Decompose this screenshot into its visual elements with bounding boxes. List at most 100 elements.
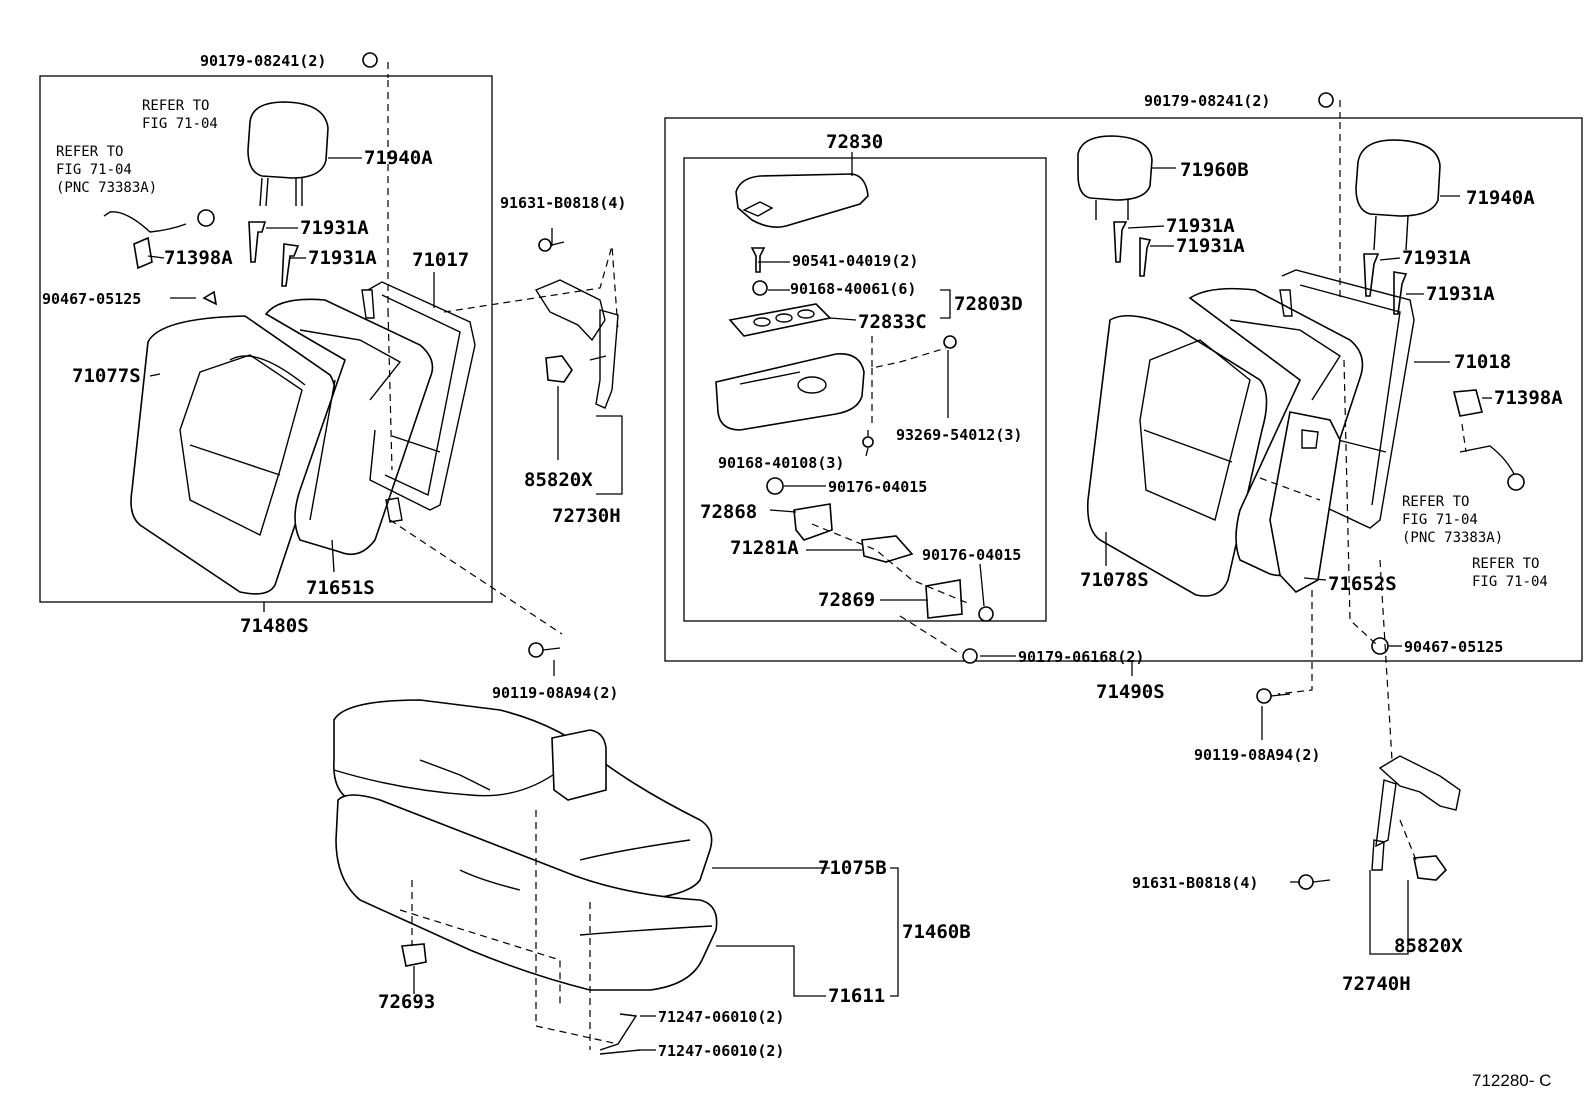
refer-note-line: (PNC 73383A)	[56, 180, 157, 196]
headrest-left	[247, 101, 329, 207]
label-90467-05125-left: 90467-05125	[42, 290, 141, 308]
seatback-frame-left	[361, 281, 476, 523]
headrest-right-b	[1355, 139, 1441, 315]
label-71490s: 71490S	[1096, 681, 1165, 703]
label-90541-04019: 90541-04019(2)	[792, 252, 918, 270]
label-90168-40108: 90168-40108(3)	[718, 454, 844, 472]
belt-guide-right	[1452, 389, 1525, 491]
hinge-bracket-right	[1371, 755, 1461, 871]
label-71931a-mid-1: 71931A	[1166, 215, 1235, 237]
label-72830: 72830	[826, 131, 883, 153]
refer-note-line: REFER TO	[142, 98, 209, 114]
part-labels: 90179-08241(2) 90179-08241(2) 71940A 719…	[42, 52, 1563, 1060]
armrest-subframe	[683, 157, 1047, 622]
cushion-hooks-71247	[599, 1013, 641, 1055]
refer-note-left-a: REFER TO FIG 71-04	[142, 98, 218, 132]
label-72868: 72868	[700, 501, 757, 523]
refer-note-line: FIG 71-04	[56, 162, 132, 178]
label-93269-54012: 93269-54012(3)	[896, 426, 1022, 444]
label-90179-08241-right: 90179-08241(2)	[1144, 92, 1270, 110]
armrest-brackets	[793, 503, 994, 664]
armrest-screws	[750, 247, 957, 495]
clip-90179-right	[1318, 92, 1334, 108]
hinge-bracket-left	[534, 279, 619, 409]
label-91631-b0818-right: 91631-B0818(4)	[1132, 874, 1258, 892]
alignment-lines	[387, 62, 1467, 1050]
refer-note-line: FIG 71-04	[1472, 574, 1548, 590]
label-71931a-left-1: 71931A	[300, 217, 369, 239]
belt-guide-left	[103, 209, 215, 270]
right-seatback-frame	[664, 117, 1583, 662]
label-71398a-left: 71398A	[164, 247, 233, 269]
headrest-right-a	[1077, 135, 1153, 277]
label-72693: 72693	[378, 991, 435, 1013]
refer-note-right-b: REFER TO FIG 71-04	[1472, 556, 1548, 590]
refer-note-line: REFER TO	[1402, 494, 1469, 510]
label-90168-40061: 90168-40061(6)	[790, 280, 916, 298]
label-90176-04015-b: 90176-04015	[922, 546, 1021, 564]
label-72730h: 72730H	[552, 505, 621, 527]
label-90176-04015-a: 90176-04015	[828, 478, 927, 496]
armrest-box	[715, 353, 865, 431]
refer-note-line: FIG 71-04	[1402, 512, 1478, 528]
label-71281a: 71281A	[730, 537, 799, 559]
diagram-id: 712280- C	[1472, 1071, 1551, 1090]
label-72803d: 72803D	[954, 293, 1023, 315]
leader-lines	[147, 152, 1492, 1051]
headrest-guide-left	[248, 221, 300, 287]
label-71611: 71611	[828, 985, 885, 1007]
label-71078s: 71078S	[1080, 569, 1149, 591]
lock-85820x-left	[545, 355, 573, 383]
label-90119-08a94-right: 90119-08A94(2)	[1194, 746, 1320, 764]
label-71075b: 71075B	[818, 857, 887, 879]
label-71960b: 71960B	[1180, 159, 1249, 181]
armrest-plate	[728, 303, 832, 337]
label-72740h: 72740H	[1342, 973, 1411, 995]
label-71247-06010-b: 71247-06010(2)	[658, 1042, 784, 1060]
label-90179-06168: 90179-06168(2)	[1018, 648, 1144, 666]
label-71017: 71017	[412, 249, 469, 271]
seatback-cover-left	[130, 315, 336, 595]
label-71018: 71018	[1454, 351, 1511, 373]
bolt-90119-right	[1256, 688, 1291, 704]
clip-90179-left	[362, 52, 378, 68]
bolt-90119-left	[528, 642, 561, 658]
label-90119-08a94-left: 90119-08A94(2)	[492, 684, 618, 702]
left-seatback-frame	[39, 75, 493, 603]
label-72869: 72869	[818, 589, 875, 611]
label-90179-08241-left: 90179-08241(2)	[200, 52, 326, 70]
label-71247-06010-a: 71247-06010(2)	[658, 1008, 784, 1026]
armrest-lid	[735, 173, 869, 228]
bolt-91631-left	[538, 238, 565, 252]
lock-85820x-right	[1413, 855, 1448, 881]
label-71460b: 71460B	[902, 921, 971, 943]
label-71931a-mid-2: 71931A	[1176, 235, 1245, 257]
refer-note-right-a: REFER TO FIG 71-04 (PNC 73383A)	[1402, 494, 1503, 546]
label-71940a-right: 71940A	[1466, 187, 1535, 209]
refer-note-line: REFER TO	[1472, 556, 1539, 572]
label-71398a-right: 71398A	[1494, 387, 1563, 409]
label-71940a-left: 71940A	[364, 147, 433, 169]
refer-note-line: REFER TO	[56, 144, 123, 160]
label-71931a-right-2: 71931A	[1426, 283, 1495, 305]
label-71931a-right-1: 71931A	[1402, 247, 1471, 269]
refer-note-line: FIG 71-04	[142, 116, 218, 132]
label-71652s: 71652S	[1328, 573, 1397, 595]
refer-note-line: (PNC 73383A)	[1402, 530, 1503, 546]
clip-90467-left	[202, 290, 218, 306]
cushion-hook-72693	[401, 943, 427, 980]
label-72833c: 72833C	[858, 311, 927, 333]
label-90467-05125-right: 90467-05125	[1404, 638, 1503, 656]
seat-cushion-pad	[335, 794, 718, 991]
label-91631-b0818-left: 91631-B0818(4)	[500, 194, 626, 212]
label-71931a-left-2: 71931A	[308, 247, 377, 269]
label-85820x-right: 85820X	[1394, 935, 1463, 957]
bolt-91631-right	[1298, 874, 1331, 890]
label-71480s: 71480S	[240, 615, 309, 637]
refer-note-left-b: REFER TO FIG 71-04 (PNC 73383A)	[56, 144, 157, 196]
label-85820x-left: 85820X	[524, 469, 593, 491]
label-71077s: 71077S	[72, 365, 141, 387]
cover-panel-right	[1269, 411, 1341, 593]
